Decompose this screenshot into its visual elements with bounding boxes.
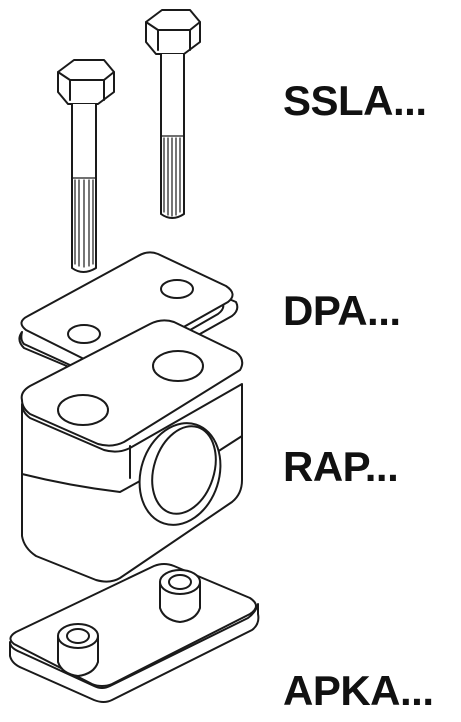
label-bolts: SSLA... [283, 77, 427, 124]
label-base-plate: APKA... [283, 667, 434, 714]
hex-bolt-right [145, 9, 201, 219]
label-cover-plate: DPA... [283, 287, 401, 334]
base-plate [9, 563, 260, 703]
hex-bolt-left [57, 59, 115, 273]
clamp-body [20, 319, 244, 583]
label-clamp-body: RAP... [283, 443, 399, 490]
